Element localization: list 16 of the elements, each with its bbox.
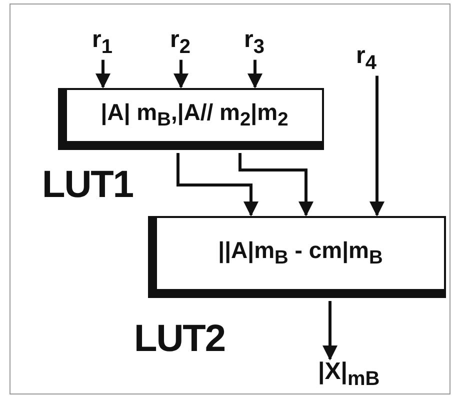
table-label: LUT1 bbox=[42, 166, 133, 204]
arrow bbox=[248, 60, 262, 88]
input-label: r$_{1}$ bbox=[92, 26, 112, 53]
arrow bbox=[174, 60, 188, 88]
arrow bbox=[322, 301, 338, 360]
input-label: r$_{3}$ bbox=[244, 26, 264, 53]
lookup-table-box: ||A|m$_{B}$ - cm|m$_{B}$ bbox=[148, 216, 446, 298]
lookup-table-box: |A| m$_{B}$,|A// m$_{2}$|m$_{2}$ bbox=[58, 88, 324, 150]
input-label: r$_{2}$ bbox=[170, 26, 190, 53]
table-label: LUT2 bbox=[134, 320, 225, 358]
arrow bbox=[238, 153, 314, 216]
arrow bbox=[370, 76, 384, 216]
input-label: r$_{4}$ bbox=[356, 42, 376, 69]
output-label: |X|$_{mB}$ bbox=[318, 358, 380, 385]
arrow bbox=[176, 153, 258, 216]
arrow bbox=[96, 60, 110, 88]
